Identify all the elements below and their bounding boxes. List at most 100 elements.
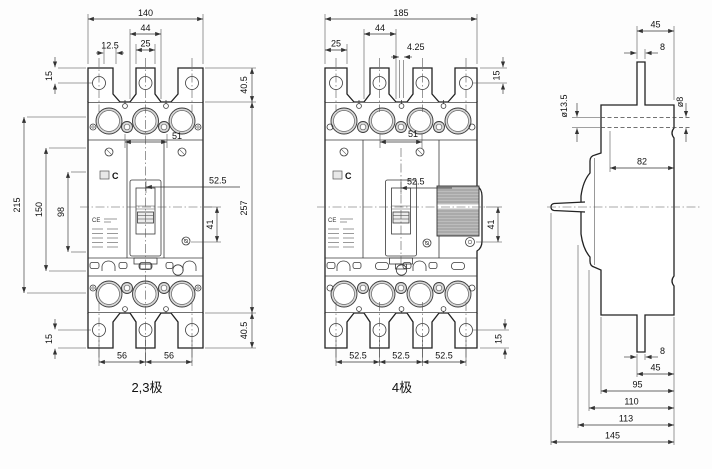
dim-label-140: 140 [138, 8, 153, 18]
dim-82: 82 [609, 131, 674, 172]
dim-110: 110 [588, 270, 674, 411]
dim-label-52-5: 52.5 [209, 176, 227, 186]
dim-52-5: 52.5 [145, 176, 240, 193]
caption-4-pole: 4极 [392, 380, 412, 395]
dim-40-5-bottom: 40.5 [205, 313, 256, 349]
dim-95: 95 [600, 317, 674, 394]
dim-15-top-4p: 15 [473, 57, 507, 94]
dim-4-25: 4.25 [391, 42, 425, 98]
dim-label-52-5-1: 52.5 [349, 351, 367, 361]
dim-label-25: 25 [140, 39, 150, 49]
dim-215: 215 [12, 116, 86, 294]
dim-113: 113 [577, 245, 674, 428]
top-terminal-tabs-4p [324, 67, 478, 109]
dim-150: 150 [34, 147, 86, 272]
ce-mark: CE [92, 218, 100, 224]
dim-label-52-5-3: 52.5 [435, 351, 453, 361]
brand-logo: C [99, 170, 119, 181]
dim-label-12-5: 12.5 [101, 41, 119, 51]
dim-label-15-bottom: 15 [44, 334, 54, 344]
dim-185: 185 [324, 8, 478, 64]
cover-screws-4p [339, 147, 425, 157]
dim-52-5-4p: 52.5 [400, 177, 452, 194]
dim-label-113: 113 [619, 414, 633, 424]
front-view-2-3-pole: C CE [12, 8, 256, 395]
dim-label-41: 41 [205, 219, 215, 229]
dim-label-40-5-bottom: 40.5 [239, 322, 249, 340]
top-terminal-wells-4p [326, 107, 476, 135]
dim-12-5: 12.5 [96, 41, 124, 64]
dim-label-56-left: 56 [117, 351, 127, 361]
dim-257: 257 [205, 102, 256, 314]
dim-label-15-top-4p: 15 [492, 70, 502, 80]
dim-label-8-top: 8 [660, 42, 665, 52]
dim-label-150: 150 [34, 202, 44, 217]
dim-25: 25 [135, 39, 156, 64]
dim-label-44: 44 [140, 23, 150, 33]
dim-44: 44 [129, 23, 162, 99]
front-view-4-pole: C CE [317, 8, 509, 395]
dim-label-15-top: 15 [44, 71, 54, 81]
dim-140: 140 [87, 8, 204, 64]
dim-45-top-side: 45 [636, 20, 675, 100]
dim-25-4p: 25 [325, 39, 348, 64]
dim-52-5-pitch: 52.5 52.5 52.5 [335, 340, 467, 366]
dim-98: 98 [56, 171, 86, 253]
caption-2-3-pole: 2,3极 [131, 380, 162, 395]
dim-8-bottom-side: 8 [624, 346, 665, 360]
base-slots-4p [326, 260, 465, 276]
bottom-terminal-tabs-4p [324, 306, 478, 349]
dim-label-215: 215 [12, 197, 22, 212]
dim-145: 145 [550, 213, 674, 445]
dim-label-52-5-4p: 52.5 [407, 177, 425, 187]
ce-mark-4p: CE [328, 218, 336, 224]
dim-label-82: 82 [637, 157, 647, 167]
dim-dia-13-5: ø13.5 [559, 94, 600, 142]
dim-40-5-top: 40.5 [205, 67, 256, 103]
brand-logo-letter-4p: C [345, 171, 352, 181]
dim-label-dia-8: ø8 [675, 97, 685, 108]
dim-15-bottom-4p: 15 [473, 319, 509, 359]
dim-label-44-4p: 44 [375, 23, 385, 33]
dim-label-45-bottom: 45 [650, 363, 660, 373]
dim-45-bottom-side: 45 [636, 317, 675, 445]
mounting-screw [181, 236, 191, 246]
dim-51-4p: 51 [379, 129, 423, 148]
dim-label-95: 95 [632, 380, 642, 390]
cover-screw [104, 147, 187, 157]
dim-dia-8: ø8 [675, 97, 689, 142]
dim-label-257: 257 [239, 200, 249, 215]
mounting-screws-4p [422, 237, 475, 248]
dim-label-dia-13-5: ø13.5 [559, 94, 569, 117]
dim-label-185: 185 [393, 8, 408, 18]
rating-label: CE [92, 218, 118, 248]
bottom-terminal-wells-4p [326, 280, 476, 308]
brand-logo-4p: C [332, 170, 352, 181]
dim-label-145: 145 [605, 431, 620, 441]
dim-41: 41 [191, 206, 221, 243]
dim-label-51-4p: 51 [408, 129, 418, 139]
dim-label-40-5-top: 40.5 [239, 76, 249, 94]
bottom-terminal-tabs [87, 306, 204, 349]
bottom-terminal-wells [89, 280, 202, 308]
dim-label-51: 51 [172, 131, 182, 141]
dim-15-top: 15 [44, 57, 93, 94]
side-view: 45 8 ø13.5 ø8 82 8 [547, 20, 701, 445]
dim-51: 51 [124, 131, 182, 148]
rating-label-4p: CE [328, 218, 354, 248]
dim-41-4p: 41 [476, 206, 502, 243]
brand-logo-letter: C [112, 171, 119, 181]
dim-label-4-25: 4.25 [407, 42, 425, 52]
dim-8-top-side: 8 [624, 42, 665, 59]
dim-label-98: 98 [56, 207, 66, 217]
dim-label-52-5-2: 52.5 [392, 351, 410, 361]
dim-label-41-4p: 41 [486, 219, 496, 229]
dim-56-56: 56 56 [98, 340, 193, 366]
dim-15-bottom: 15 [44, 319, 91, 359]
interlock-grip-area [436, 185, 480, 237]
dim-44-4p: 44 [363, 23, 397, 99]
dim-label-56-right: 56 [164, 351, 174, 361]
dim-label-45-top: 45 [650, 20, 660, 30]
